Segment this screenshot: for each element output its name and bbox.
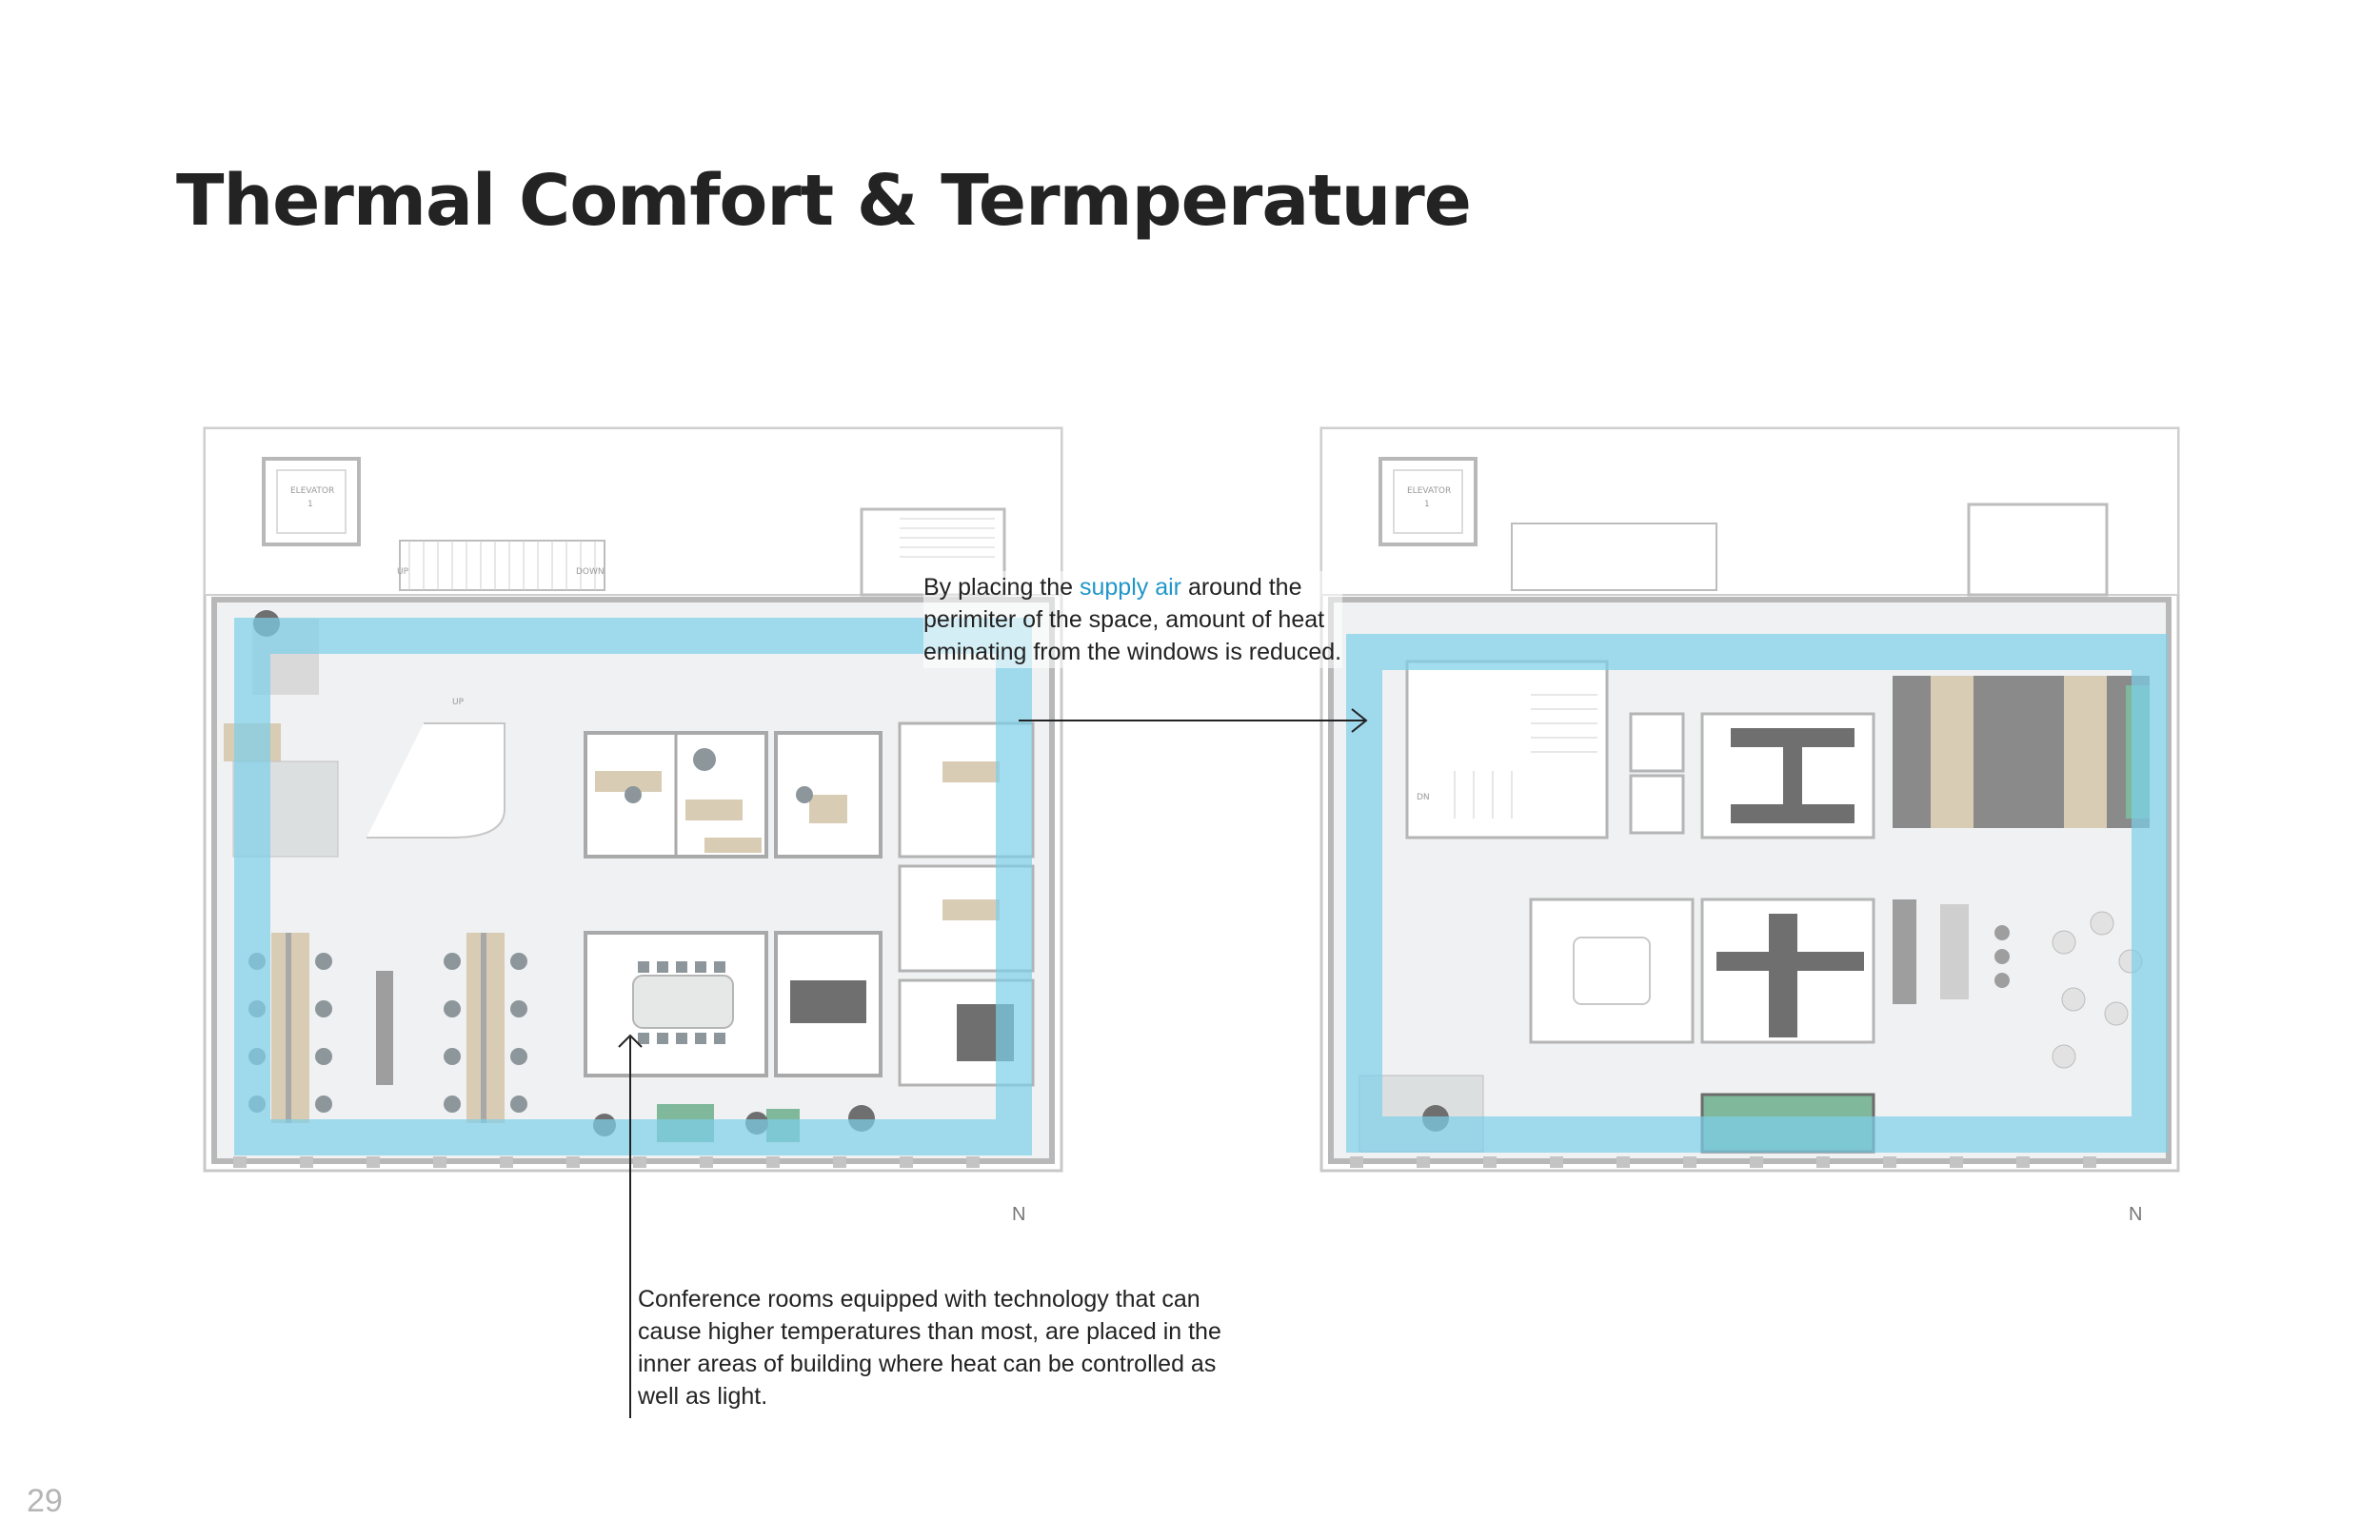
conference-room (1529, 898, 1695, 1044)
workstation-dark (1716, 952, 1864, 971)
workstation-bench-2 (466, 933, 505, 1123)
floor-plan-left-drawing: ELEVATOR 1 UP DOWN (203, 426, 1063, 1173)
supply-air-perimeter (234, 618, 1032, 1155)
stair-right-treads (900, 518, 995, 558)
conference-table (632, 975, 734, 1029)
workstation-bench-1 (271, 933, 309, 1123)
elevator-number: 1 (307, 500, 313, 509)
stair-dn-label: DN (1417, 793, 1430, 802)
elevator-label: ELEVATOR (290, 486, 334, 496)
cafe-tables (1893, 899, 2010, 1004)
callout-conference-rooms: Conference rooms equipped with technolog… (638, 1283, 1257, 1412)
desk (942, 899, 1000, 920)
page-title: Thermal Comfort & Termperature (176, 160, 1472, 242)
stair-up-label: UP (397, 567, 409, 577)
facade-mullions-bottom (233, 1156, 980, 1168)
callout-highlight: supply air (1080, 574, 1181, 601)
elevator-car (1393, 469, 1463, 534)
north-label: N (2129, 1204, 2142, 1225)
north-label: N (1012, 1204, 1025, 1225)
spiral-stair (367, 722, 506, 839)
storage-unit (376, 971, 393, 1085)
elevator-car (276, 469, 347, 534)
desk (942, 761, 1000, 782)
desk (685, 800, 743, 820)
stair-down-label: DOWN (576, 567, 605, 577)
floor-plan-left: ELEVATOR 1 UP DOWN (195, 419, 1071, 1225)
supply-air-perimeter (1346, 634, 2168, 1153)
workstation-dark (1731, 728, 1854, 747)
elevator (262, 457, 361, 546)
restroom (1629, 774, 1685, 835)
elevator-label: ELEVATOR (1407, 486, 1451, 496)
facade-mullions-bottom (1350, 1156, 2096, 1168)
conference-chairs (638, 961, 725, 1044)
floor-plan-right: ELEVATOR 1 DN (1312, 419, 2188, 1225)
chair (796, 786, 813, 803)
cafe-seating (2052, 911, 2143, 1069)
desk (809, 795, 847, 823)
chair (693, 748, 716, 771)
stair-right (1967, 503, 2109, 597)
floor-plan-right-north-label: N (2129, 1204, 2142, 1225)
bench-desk (2064, 676, 2107, 828)
spiral-stair-label: UP (452, 698, 465, 707)
callout-supply-air: By placing the supply air around the per… (923, 571, 1342, 668)
huddle-table (790, 980, 866, 1023)
stair-treads (1454, 694, 1597, 819)
floor-plan-right-drawing: ELEVATOR 1 DN (1319, 426, 2180, 1173)
stair-top (1511, 523, 1717, 591)
page-number: 29 (27, 1483, 63, 1519)
floor-plan-left-north-label: N (1012, 1204, 1025, 1225)
desk (595, 771, 662, 792)
callout-text-after: around the perimiter of the space, amoun… (923, 574, 1342, 665)
desk (704, 838, 762, 853)
elevator (1378, 457, 1478, 546)
restroom (1629, 712, 1685, 773)
stair-top (399, 540, 605, 591)
callout-text-before: By placing the (923, 574, 1080, 601)
bench-desk (1931, 676, 1973, 828)
conference-table (1573, 937, 1651, 1005)
workstation-dark (1769, 914, 1797, 1037)
chair (625, 786, 642, 803)
core-zone (204, 427, 1062, 596)
elevator-number: 1 (1424, 500, 1430, 509)
core-zone (1320, 427, 2179, 596)
stair-opening (1405, 660, 1609, 839)
workstation-dark (1731, 804, 1854, 823)
workstation-dark (1783, 747, 1802, 804)
